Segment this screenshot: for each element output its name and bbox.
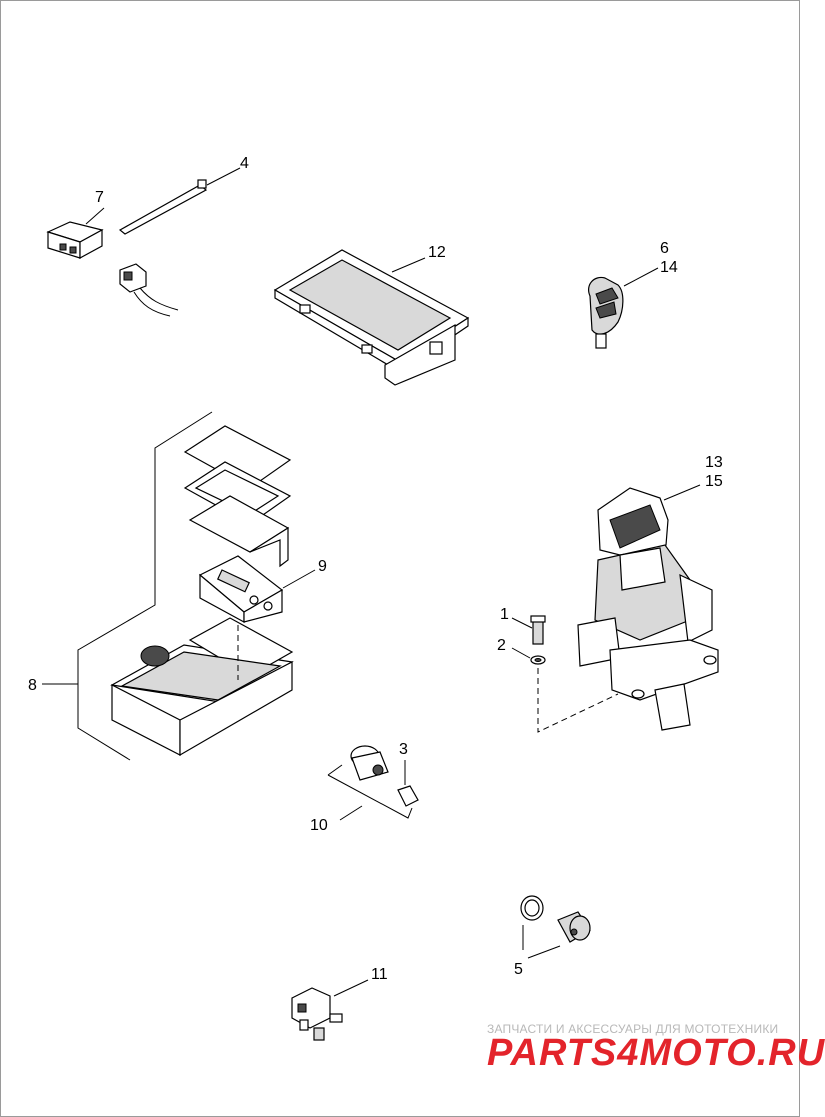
callout-10: 10 xyxy=(310,817,328,834)
callout-11: 11 xyxy=(371,966,388,983)
part-2-washer xyxy=(530,655,546,665)
callout-3: 3 xyxy=(399,741,408,758)
callout-14: 14 xyxy=(660,259,678,276)
part-5-sensor xyxy=(520,895,591,943)
callout-4: 4 xyxy=(240,155,249,172)
bracket-8 xyxy=(77,411,213,761)
assembly-line-1-2 xyxy=(537,668,619,733)
leader-5b xyxy=(527,945,561,959)
callout-8: 8 xyxy=(28,677,37,694)
leader-1 xyxy=(511,617,533,629)
part-10-switch xyxy=(350,745,389,781)
leader-12 xyxy=(391,257,426,273)
part-6-14-key-fob xyxy=(588,276,624,349)
part-11-sensor xyxy=(291,987,343,1041)
part-8-enclosure-box xyxy=(110,617,294,757)
callout-6: 6 xyxy=(660,240,669,257)
callout-12: 12 xyxy=(428,244,446,261)
exploded-parts-diagram: 4 7 12 6 14 8 xyxy=(28,155,723,1041)
callout-7: 7 xyxy=(95,189,104,206)
leader-6-14 xyxy=(623,267,659,287)
part-1-screw xyxy=(530,615,546,645)
watermark-logo: PARTS4MOTO.RU xyxy=(487,1032,825,1074)
callout-9: 9 xyxy=(318,558,327,575)
part-8-cover-pads xyxy=(183,425,292,568)
part-7-connector xyxy=(46,221,179,317)
leader-2 xyxy=(511,647,531,659)
leader-11 xyxy=(333,979,369,997)
part-12-module xyxy=(273,249,470,386)
part-3-terminal xyxy=(397,785,419,807)
part-13-15-switch-housing xyxy=(577,487,719,731)
part-9-battery xyxy=(198,555,284,624)
leader-10 xyxy=(339,805,363,821)
bracket-10b xyxy=(327,774,413,819)
leader-7 xyxy=(85,207,105,225)
callout-1: 1 xyxy=(500,606,509,623)
callout-2: 2 xyxy=(497,637,506,654)
bracket-10a xyxy=(327,764,343,776)
callout-5: 5 xyxy=(514,961,523,978)
leader-9 xyxy=(282,569,316,589)
callout-13: 13 xyxy=(705,454,723,471)
leader-4 xyxy=(206,167,241,186)
callout-15: 15 xyxy=(705,473,723,490)
part-4-cable-tie xyxy=(118,179,208,235)
leader-13-15 xyxy=(663,484,701,501)
watermark-tagline: ЗАПЧАСТИ И АКСЕССУАРЫ ДЛЯ МОТОТЕХНИКИ xyxy=(487,1022,779,1036)
